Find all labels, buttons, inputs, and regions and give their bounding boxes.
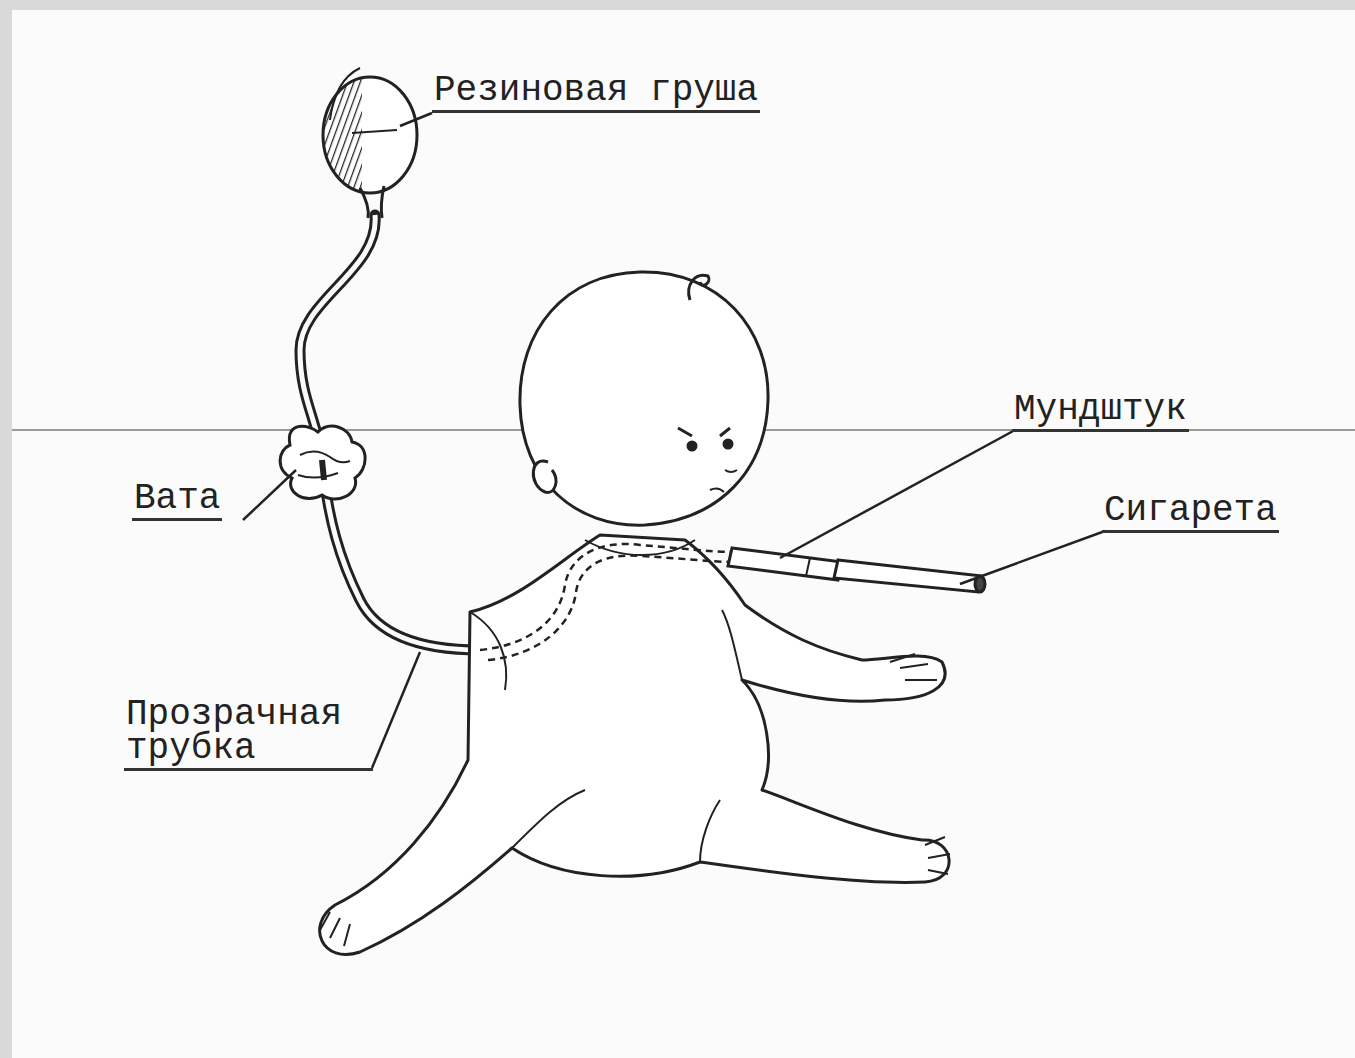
paper-ground	[12, 10, 1355, 1058]
hidden-tube	[488, 556, 735, 660]
part-label: Вата	[132, 482, 222, 521]
part-label: Сигарета	[1102, 494, 1279, 533]
cotton-wool	[280, 426, 365, 499]
mouthpiece	[728, 548, 842, 580]
part-label: Резиновая груша	[432, 74, 760, 113]
part-label: Прозрачная трубка	[124, 698, 373, 771]
cigarette	[834, 560, 985, 592]
rubber-bulb	[323, 68, 417, 218]
part-label: Мундштук	[1012, 393, 1189, 432]
leader-line	[243, 113, 1105, 768]
baby-doll	[320, 272, 950, 955]
